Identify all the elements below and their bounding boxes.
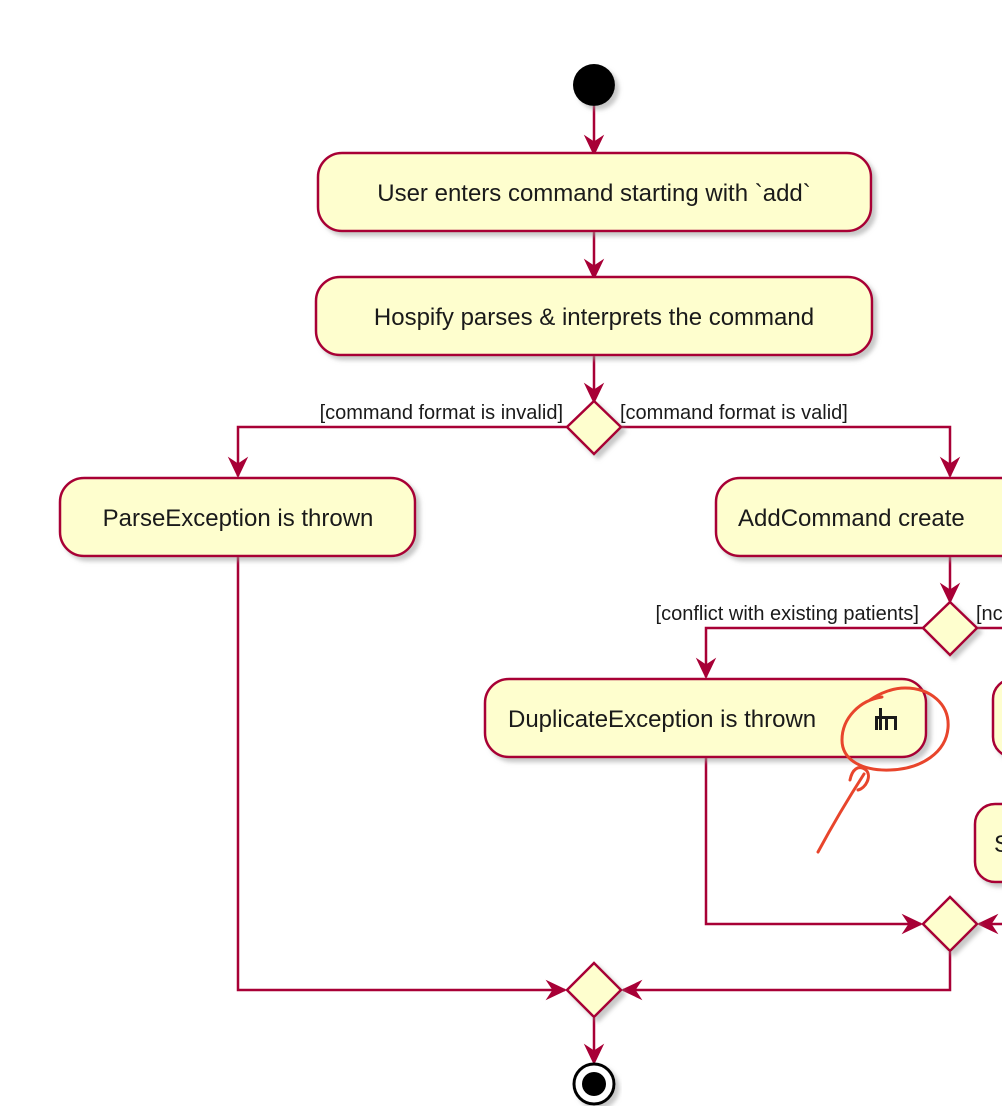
action-enter-command: User enters command starting with `add` (316, 151, 873, 233)
action-duplicate-exception-label: DuplicateException is thrown (508, 706, 816, 733)
action-partial-right-top (991, 680, 1002, 756)
edge-conflict-branch (704, 626, 923, 677)
action-partial-right-label: S (994, 831, 1002, 858)
merge-node-inner (921, 895, 979, 953)
edge-arrowhead (939, 456, 961, 479)
decision-command-format (565, 399, 623, 456)
action-partial-right-bottom: S (973, 802, 1002, 884)
edge-valid-branch (621, 425, 952, 476)
annotation-arrow (816, 766, 870, 854)
action-parse-exception: ParseException is thrown (58, 476, 417, 558)
action-add-command: AddCommand create (714, 476, 1002, 558)
annotation-circle (840, 686, 950, 772)
action-add-command-label: AddCommand create (738, 505, 965, 532)
edges (227, 106, 1002, 1066)
edge-arrowhead (583, 1043, 605, 1066)
guard-no-conflict: [nc (976, 603, 1002, 625)
edge-arrowhead (227, 456, 249, 479)
edge-arrowhead (583, 258, 605, 281)
edge-arrowhead (939, 582, 961, 605)
edge-invalid-branch (236, 425, 567, 476)
action-parse-exception-label: ParseException is thrown (103, 505, 374, 532)
merge-node-final (565, 961, 623, 1019)
edge-merge-to-final-merge (623, 952, 952, 992)
rake-icon (875, 708, 897, 730)
action-parse-command: Hospify parses & interprets the command (314, 275, 874, 357)
edge-duplicate-to-merge (704, 758, 921, 926)
edge-parseexception-to-merge (236, 557, 565, 992)
guard-format-invalid: [command format is invalid] (320, 402, 563, 424)
action-parse-command-label: Hospify parses & interprets the command (374, 304, 814, 331)
edge-arrowhead (583, 134, 605, 157)
edge-arrowhead (620, 979, 643, 1001)
edge-arrowhead (545, 979, 568, 1001)
guard-format-valid: [command format is valid] (620, 402, 848, 424)
action-enter-command-label: User enters command starting with `add` (377, 180, 811, 207)
edge-arrowhead (976, 913, 999, 935)
guard-conflict: [conflict with existing patients] (656, 603, 919, 625)
start-node (573, 64, 615, 106)
edge-arrowhead (695, 657, 717, 680)
action-duplicate-exception: DuplicateException is thrown (483, 677, 928, 759)
end-node (572, 1062, 616, 1106)
annotation-circle-arrow (816, 686, 950, 854)
edge-arrowhead (583, 382, 605, 405)
decision-conflict (921, 600, 979, 657)
edge-arrowhead (901, 913, 924, 935)
